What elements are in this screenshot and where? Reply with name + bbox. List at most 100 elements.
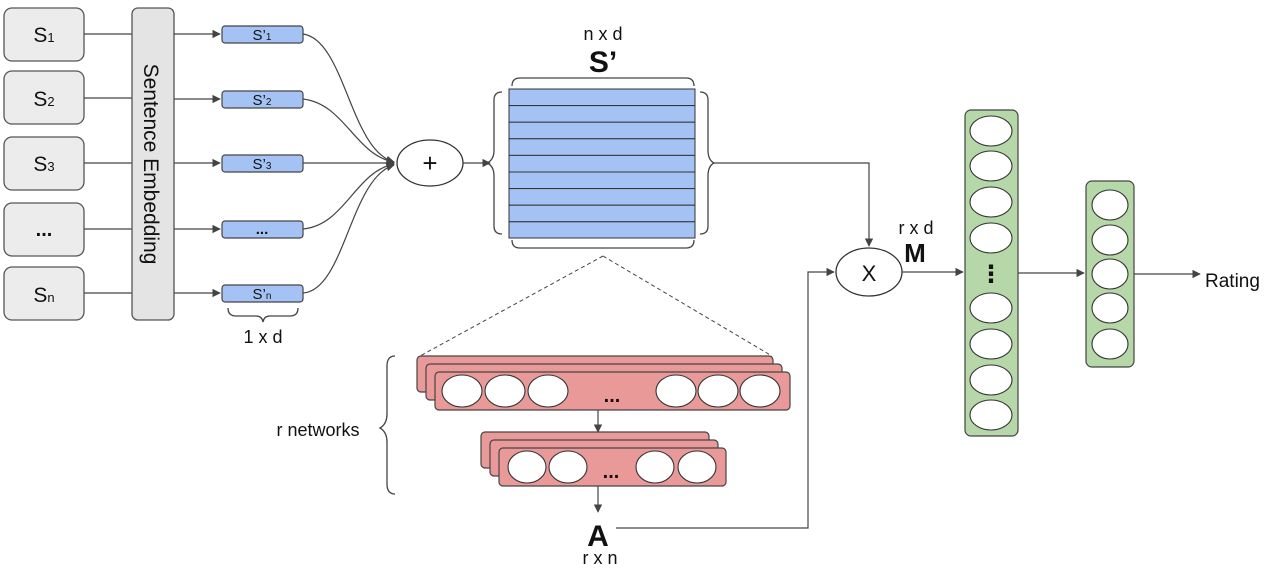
- matrix-row: [508, 121, 696, 140]
- neuron-node: [507, 450, 547, 484]
- neuron-node: [969, 186, 1013, 218]
- sentence-3-sub: 3: [47, 159, 54, 174]
- vector-s3-label: S’: [253, 156, 266, 173]
- vector-sn-label: S’: [253, 286, 266, 303]
- r-networks-label: r networks: [276, 420, 359, 440]
- sentence-n-label: S: [33, 284, 47, 307]
- matrix-row: [508, 221, 696, 239]
- sentence-box-n: Sn: [3, 266, 85, 321]
- neuron-node: [969, 399, 1013, 431]
- dense-layer-2-nodes: [1091, 189, 1129, 360]
- neuron-node: [441, 374, 483, 408]
- sentence-embedding-block: Sentence Embedding: [131, 7, 175, 321]
- svg-text:S’1: S’1: [253, 27, 272, 44]
- r-networks-brace: [378, 355, 396, 495]
- multiply-operator-label: X: [862, 261, 877, 286]
- vector-s1-sub: 1: [266, 32, 272, 43]
- svg-text:S3: S3: [33, 153, 54, 176]
- matrix-row: [508, 171, 696, 190]
- neuron-node: [697, 374, 739, 408]
- vector-s2-sub: 2: [266, 97, 272, 108]
- sentence-1-sub: 1: [47, 30, 54, 45]
- svg-text:S2: S2: [33, 88, 54, 111]
- vector-s1-label: S’: [253, 27, 266, 44]
- vector-ellipsis: ...: [221, 220, 304, 239]
- network-stack-1: ...: [416, 355, 791, 411]
- vector-s2-label: S’: [253, 92, 266, 109]
- matrix-to-multiply-arrow: [714, 162, 874, 247]
- neuron-node: [739, 374, 781, 408]
- zoom-line-right: [602, 255, 773, 357]
- vector-s3: S’3: [221, 154, 304, 173]
- vector-s2: S’2: [221, 90, 304, 109]
- matrix-row: [508, 138, 696, 156]
- network-2-ellipsis: ...: [603, 461, 620, 483]
- sentence-2-sub: 2: [47, 94, 54, 109]
- neuron-node: [677, 450, 717, 484]
- dense-layer-1-nodes: [969, 115, 1013, 431]
- matrix-bottom-brace: [511, 239, 695, 249]
- sentence-box-3: S3: [3, 136, 85, 191]
- svg-text:S’n: S’n: [253, 286, 272, 303]
- sentence-box-2: S2: [3, 70, 85, 125]
- dense-layer-1-ellipsis: ⋮: [979, 261, 1003, 288]
- sentence-to-embedding-lines: [84, 33, 132, 294]
- sentence-2-label: S: [33, 88, 47, 111]
- sentence-box-1: S1: [3, 7, 85, 62]
- neuron-node: [1091, 224, 1129, 256]
- network-2-nodes: [507, 450, 717, 484]
- matrix-s-name: S’: [589, 46, 617, 79]
- matrix-top-brace: [511, 77, 695, 87]
- output-label: Rating: [1205, 271, 1260, 292]
- sentence-ellipsis-label: ...: [36, 219, 53, 241]
- sentence-1-label: S: [33, 24, 47, 47]
- neuron-node: [635, 450, 675, 484]
- matrix-row: [508, 88, 696, 107]
- matrix-m-dim: r x d: [898, 218, 933, 238]
- svg-text:...: ...: [256, 221, 269, 238]
- sentence-3-label: S: [33, 153, 47, 176]
- embedding-to-vector-arrows: [174, 29, 221, 298]
- matrix-a-name: A: [587, 520, 609, 553]
- a-to-multiply-arrow: [616, 267, 835, 529]
- dense-layer-1: ⋮: [964, 109, 1019, 437]
- neuron-node: [1091, 189, 1129, 221]
- zoom-line-left: [419, 255, 604, 357]
- sum-operator: +: [396, 139, 464, 187]
- matrix-right-brace: [699, 91, 716, 235]
- matrix-left-brace: [485, 91, 503, 235]
- neuron-node: [969, 364, 1013, 396]
- neuron-node: [969, 328, 1013, 360]
- svg-text:Sn: Sn: [33, 284, 54, 307]
- matrix-a-dim: r x n: [582, 548, 617, 568]
- vectors-to-sum-curves: [302, 33, 395, 294]
- neuron-node: [969, 292, 1013, 324]
- svg-text:S’3: S’3: [253, 156, 272, 173]
- neuron-node: [1091, 292, 1129, 324]
- dense-layer-2: [1085, 180, 1135, 368]
- vector-s1: S’1: [221, 25, 304, 44]
- vector-sn: S’n: [221, 284, 304, 303]
- sentence-n-sub: n: [47, 290, 54, 305]
- matrix-s-grid: [508, 88, 696, 239]
- matrix-m-name: M: [904, 238, 926, 268]
- matrix-row: [508, 204, 696, 223]
- neuron-node: [655, 374, 697, 408]
- neuron-node: [1091, 328, 1129, 360]
- network-stack-2: ...: [480, 431, 727, 487]
- svg-text:S1: S1: [33, 24, 54, 47]
- neuron-node: [484, 374, 526, 408]
- network-1-ellipsis: ...: [604, 385, 621, 407]
- matrix-row: [508, 154, 696, 173]
- matrix-row: [508, 105, 696, 123]
- sum-operator-label: +: [422, 148, 437, 178]
- neuron-node: [548, 450, 588, 484]
- matrix-row: [508, 188, 696, 206]
- svg-text:S’2: S’2: [253, 92, 272, 109]
- multiply-operator: X: [835, 247, 903, 297]
- sentence-embedding-label: Sentence Embedding: [139, 64, 162, 265]
- vector-dim-brace: [227, 307, 299, 323]
- vector-dim-label: 1 x d: [243, 327, 282, 347]
- neuron-node: [1091, 258, 1129, 290]
